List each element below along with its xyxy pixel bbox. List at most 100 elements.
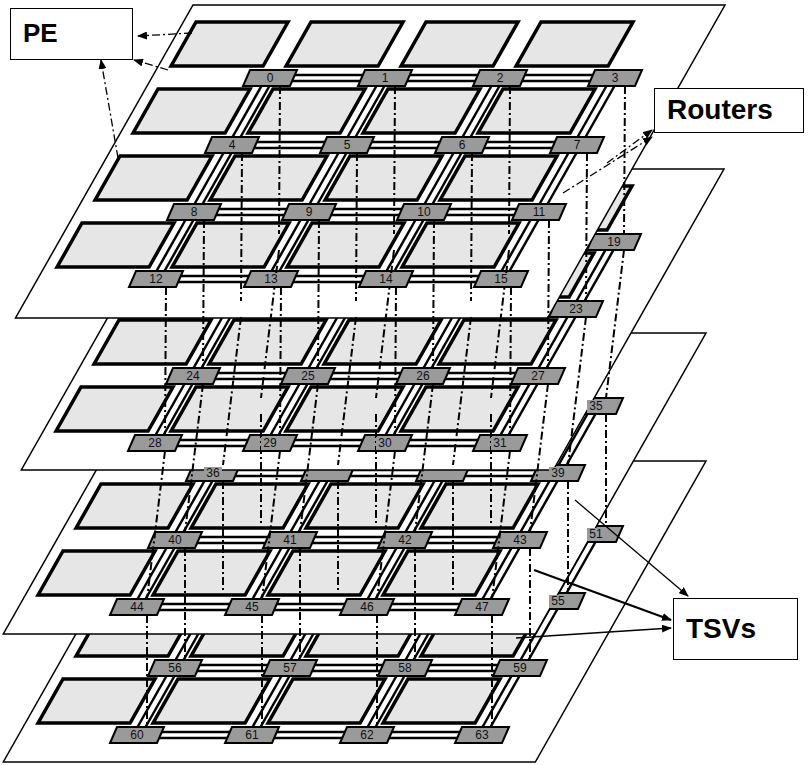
tsv-line	[261, 615, 263, 727]
tsv-line	[222, 481, 224, 593]
router-shape	[340, 599, 394, 615]
tsv-line	[491, 615, 493, 727]
pe-tile	[401, 22, 518, 66]
router-shape	[110, 599, 164, 615]
router-number: 63	[473, 729, 490, 742]
tsv-line	[624, 86, 625, 234]
router-number: 11	[531, 206, 547, 219]
leader-line	[134, 60, 168, 70]
leader-line	[563, 137, 652, 193]
router-shape	[263, 660, 317, 676]
tsv-line	[509, 86, 510, 234]
tsv-line	[394, 86, 395, 234]
tsv-line	[471, 153, 472, 301]
tsv-line	[376, 615, 378, 727]
pe-tile	[478, 89, 595, 133]
leader-line	[575, 500, 688, 596]
tsv-line	[548, 220, 549, 368]
tsv-line	[414, 548, 416, 660]
leader-line	[101, 60, 118, 158]
tsv-line	[279, 86, 280, 234]
pe-tile	[38, 551, 155, 595]
router-shape	[396, 368, 450, 384]
router-number: 44	[128, 601, 145, 614]
tsv-line	[606, 250, 624, 398]
router-shape	[512, 204, 566, 220]
tsv-line	[260, 414, 262, 526]
pe-tile	[191, 484, 308, 528]
pe-tile	[171, 22, 288, 66]
router-number: 25	[299, 370, 316, 383]
tsv-line	[510, 287, 511, 435]
tsv-line	[452, 481, 454, 593]
pe-tile	[95, 156, 212, 200]
router-shape	[128, 435, 182, 451]
router-shape	[358, 70, 412, 86]
router-number: 5	[342, 139, 353, 152]
router-shape	[340, 727, 394, 743]
pe-tile	[286, 22, 403, 66]
router-number: 13	[262, 273, 279, 286]
router-number: 39	[549, 467, 566, 480]
tsv-line	[223, 317, 241, 465]
router-shape	[359, 271, 413, 287]
router-number: 2	[495, 72, 506, 85]
router-shape	[473, 70, 527, 86]
pe-tile	[287, 223, 404, 267]
router-shape	[205, 137, 259, 153]
router-shape	[167, 204, 221, 220]
pe-tile	[153, 679, 270, 723]
tsv-line	[530, 384, 548, 532]
router-number: 7	[572, 139, 583, 152]
tsv-line	[338, 317, 356, 465]
router-number: 58	[396, 662, 413, 675]
tsv-line	[261, 250, 279, 398]
tsv-line	[375, 414, 377, 526]
router-shape	[281, 368, 335, 384]
router-number: 9	[304, 206, 315, 219]
tsv-line	[415, 384, 433, 532]
pe-tile	[402, 223, 519, 267]
router-shape	[493, 532, 547, 548]
callout-box: TSVs	[673, 598, 798, 660]
pe-tile	[516, 22, 633, 66]
router-shape	[148, 660, 202, 676]
tsv-line	[280, 287, 281, 435]
router-number: 59	[511, 662, 528, 675]
router-number: 24	[184, 370, 201, 383]
tsv-line	[376, 250, 394, 398]
pe-tile	[57, 223, 174, 267]
router-shape	[243, 70, 297, 86]
tsv-line	[185, 384, 203, 532]
pe-tile	[383, 551, 500, 595]
tsv-line	[165, 287, 166, 435]
tsv-line	[605, 414, 607, 526]
router-shape	[243, 435, 297, 451]
router-number: 42	[396, 534, 413, 547]
tsv-line	[203, 220, 204, 368]
pe-tile	[383, 679, 500, 723]
pe-tile	[94, 320, 211, 364]
tsv-line	[491, 250, 509, 398]
router-shape	[397, 204, 451, 220]
router-shape	[166, 368, 220, 384]
router-number: 43	[511, 534, 528, 547]
leader-line	[138, 33, 192, 36]
router-number: 47	[473, 601, 490, 614]
router-number: 62	[358, 729, 375, 742]
tsv-line	[395, 287, 396, 435]
router-shape	[511, 368, 565, 384]
router-shape	[493, 660, 547, 676]
tsv-line	[146, 615, 148, 727]
tsv-line	[492, 451, 510, 599]
router-number: 57	[281, 662, 298, 675]
router-shape	[378, 660, 432, 676]
pe-tile	[268, 679, 385, 723]
router-shape	[148, 532, 202, 548]
router-number: 15	[492, 273, 509, 286]
router-number: 29	[261, 437, 278, 450]
router-number: 55	[549, 595, 566, 608]
tsv-line	[529, 548, 531, 660]
tsv-line	[586, 153, 587, 301]
